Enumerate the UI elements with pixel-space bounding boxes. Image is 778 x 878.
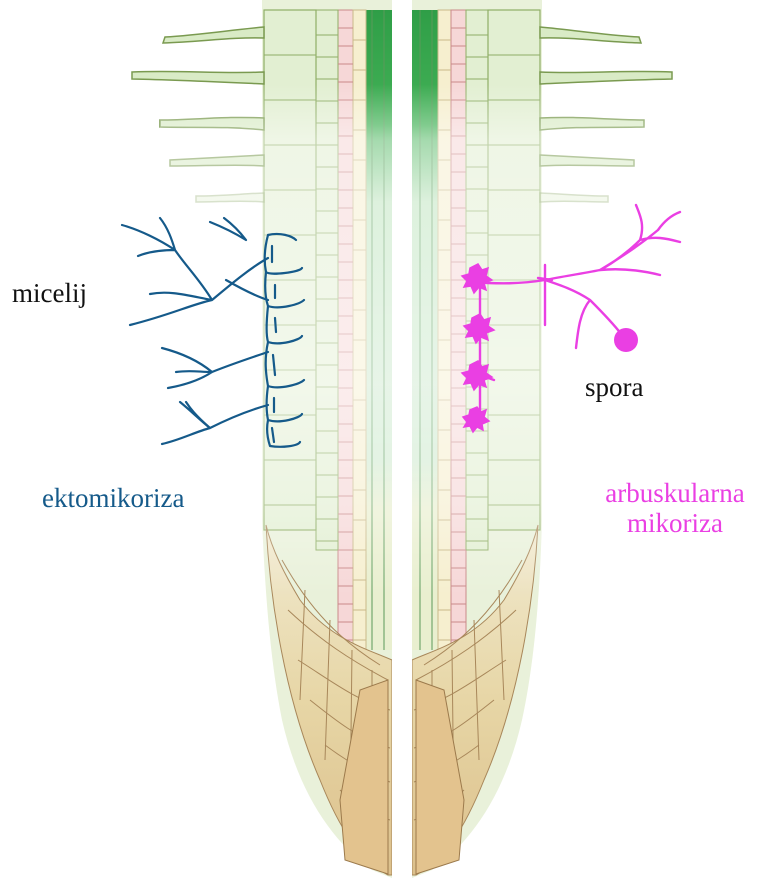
root-right-half	[412, 0, 672, 878]
label-arbuskularna-line2: mikoriza	[600, 508, 750, 538]
center-gap	[392, 0, 412, 878]
spore-circle	[614, 328, 638, 352]
label-arbuskularna-mikoriza: arbuskularna mikoriza	[600, 478, 750, 538]
label-spora: spora	[585, 372, 643, 402]
label-arbuskularna-line1: arbuskularna	[600, 478, 750, 508]
label-ektomikoriza: ektomikoriza	[42, 483, 184, 513]
root-left-half	[132, 0, 392, 878]
label-micelij: micelij	[12, 278, 87, 308]
